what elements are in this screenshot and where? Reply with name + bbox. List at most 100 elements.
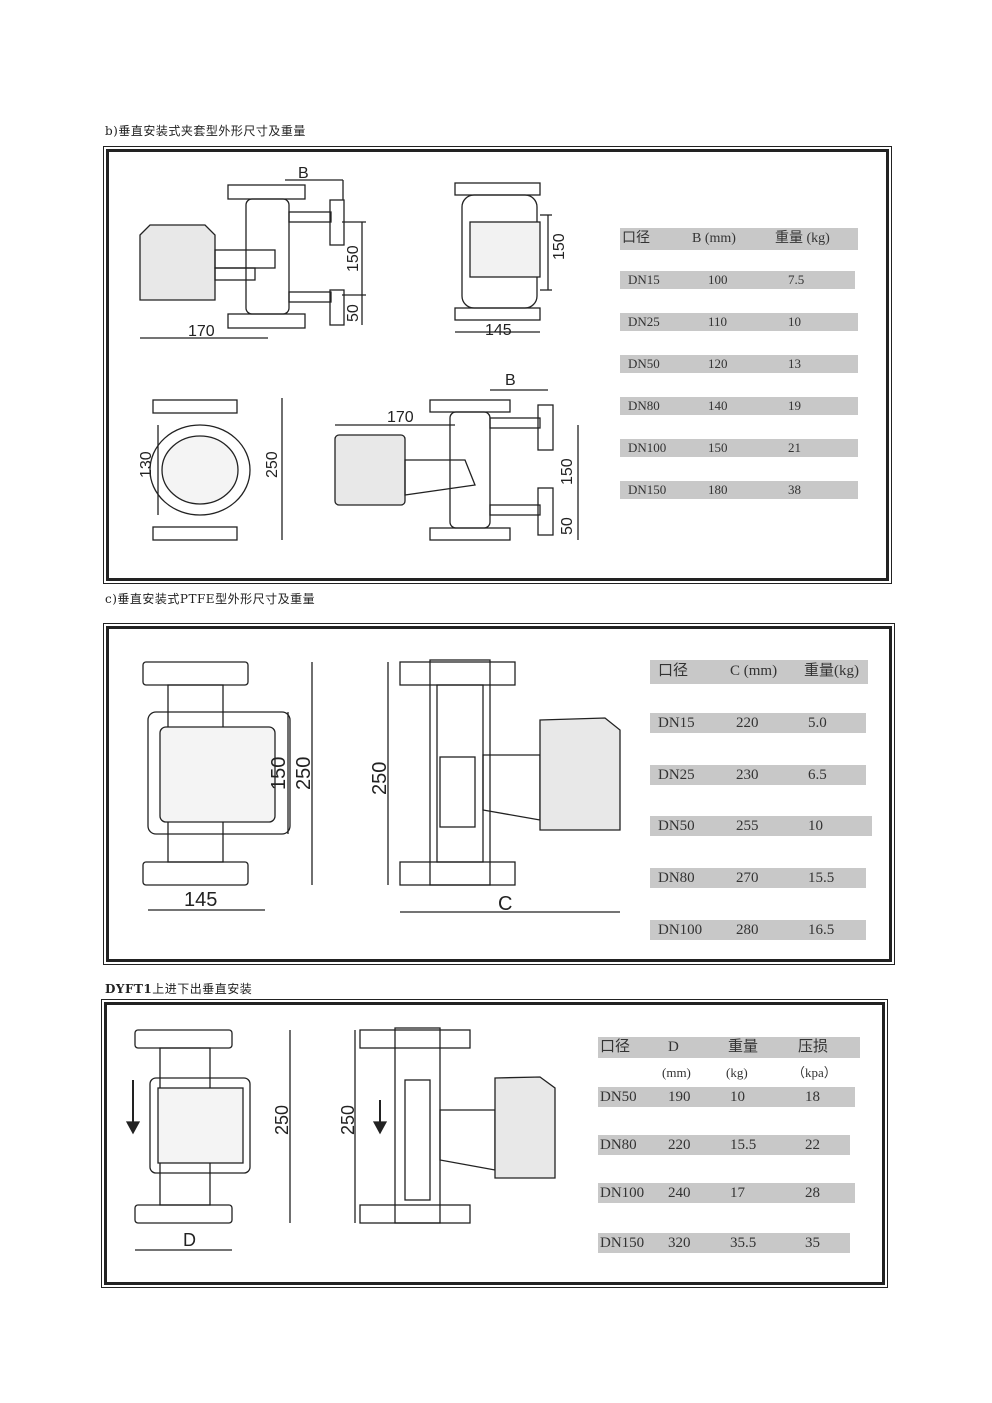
section-d-frame bbox=[101, 999, 888, 1288]
table-cell: DN80 bbox=[658, 870, 695, 886]
drawing-jacket-side-view-2 bbox=[334, 389, 579, 541]
table-cell: 220 bbox=[736, 715, 759, 731]
model-name: DYFT1 bbox=[105, 982, 153, 996]
table-cell: DN50 bbox=[600, 1089, 637, 1105]
table-row bbox=[620, 439, 858, 457]
table-cell: DN15 bbox=[628, 272, 660, 287]
table-cell: DN100 bbox=[658, 922, 703, 938]
table-row bbox=[598, 1233, 850, 1253]
table-row bbox=[650, 920, 866, 940]
dim-b: B bbox=[505, 372, 516, 389]
dim-250: 250 bbox=[338, 1105, 358, 1135]
table-header-row bbox=[650, 660, 868, 684]
dim-d: D bbox=[183, 1230, 196, 1250]
table-cell: 270 bbox=[736, 870, 759, 886]
table-cell: DN80 bbox=[628, 398, 660, 413]
table-row bbox=[620, 397, 858, 415]
table-cell: 255 bbox=[736, 818, 759, 834]
table-cell: 35.5 bbox=[730, 1235, 757, 1251]
table-cell: DN25 bbox=[658, 767, 695, 783]
table-cell: 19 bbox=[788, 398, 801, 413]
table-cell: 13 bbox=[788, 356, 801, 371]
header-cell: 重量 (kg) bbox=[775, 231, 830, 246]
table-cell: 16.5 bbox=[808, 922, 835, 938]
table-cell: 10 bbox=[788, 314, 801, 329]
header-cell: 口径 bbox=[658, 663, 689, 679]
table-cell: 110 bbox=[708, 314, 728, 329]
drawing-jacket-oval-view bbox=[149, 398, 283, 541]
table-row bbox=[620, 355, 858, 373]
table-cell: 28 bbox=[805, 1185, 820, 1201]
table-cell: 220 bbox=[668, 1137, 691, 1153]
table-cell: 10 bbox=[808, 818, 823, 834]
dim-145: 145 bbox=[184, 889, 217, 911]
table-cell: 140 bbox=[708, 398, 728, 413]
section-b-heading: b)垂直安装式夹套型外形尺寸及重量 bbox=[105, 124, 306, 138]
table-cell: 240 bbox=[668, 1185, 691, 1201]
unit-cell: （kpa） bbox=[792, 1065, 837, 1080]
table-cell: DN100 bbox=[600, 1185, 645, 1201]
dim-150: 150 bbox=[268, 757, 290, 790]
table-row bbox=[650, 713, 866, 733]
header-cell: B (mm) bbox=[692, 231, 736, 246]
drawing-jacket-side-view bbox=[139, 179, 366, 339]
table-cell: 21 bbox=[788, 440, 801, 455]
drawing-ptfe-side-view bbox=[387, 659, 621, 913]
table-cell: 100 bbox=[708, 272, 728, 287]
unit-cell: (mm) bbox=[662, 1065, 691, 1080]
table-cell: 150 bbox=[708, 440, 728, 455]
unit-cell: (kg) bbox=[726, 1065, 748, 1080]
table-cell: 320 bbox=[668, 1235, 691, 1251]
table-row bbox=[598, 1183, 855, 1203]
dim-50: 50 bbox=[559, 517, 576, 535]
table-row bbox=[620, 271, 855, 289]
dim-150: 150 bbox=[345, 245, 362, 272]
dim-145: 145 bbox=[485, 322, 512, 339]
table-row bbox=[650, 816, 872, 836]
header-cell: C (mm) bbox=[730, 663, 778, 679]
dim-130: 130 bbox=[138, 451, 155, 478]
table-cell: 35 bbox=[805, 1235, 820, 1251]
header-cell: 重量(kg) bbox=[804, 663, 859, 679]
table-cell: DN25 bbox=[628, 314, 660, 329]
section-d-title: 上进下出垂直安装 bbox=[152, 982, 253, 996]
dim-150: 150 bbox=[559, 458, 576, 485]
dim-c: C bbox=[498, 893, 512, 915]
dim-150: 150 bbox=[551, 233, 568, 260]
table-row bbox=[650, 868, 866, 888]
table-cell: DN50 bbox=[628, 356, 660, 371]
dim-170: 170 bbox=[387, 409, 414, 426]
table-cell: 17 bbox=[730, 1185, 745, 1201]
drawing-ptfe-front-view bbox=[142, 661, 313, 911]
table-cell: 5.0 bbox=[808, 715, 827, 731]
table-row bbox=[598, 1135, 850, 1155]
header-cell: 压损 bbox=[798, 1039, 829, 1055]
section-d-heading: DYFT1上进下出垂直安装 bbox=[105, 980, 252, 997]
section-c-frame bbox=[103, 623, 895, 965]
table-cell: 38 bbox=[788, 482, 801, 497]
table-cell: DN80 bbox=[600, 1137, 637, 1153]
table-cell: 180 bbox=[708, 482, 728, 497]
table-cell: 10 bbox=[730, 1089, 745, 1105]
table-row bbox=[650, 765, 866, 785]
table-cell: 120 bbox=[708, 356, 728, 371]
header-cell: 口径 bbox=[622, 231, 650, 246]
table-cell: 6.5 bbox=[808, 767, 827, 783]
table-row bbox=[598, 1087, 855, 1107]
table-header-row bbox=[598, 1037, 860, 1058]
dim-250: 250 bbox=[272, 1105, 292, 1135]
drawing-dyft1-front-view bbox=[125, 1029, 291, 1251]
table-cell: 7.5 bbox=[788, 272, 805, 287]
header-cell: 口径 bbox=[600, 1039, 631, 1055]
dim-250: 250 bbox=[369, 762, 391, 795]
table-row bbox=[620, 313, 858, 331]
table-cell: 15.5 bbox=[730, 1137, 757, 1153]
table-header-row bbox=[620, 228, 858, 250]
table-cell: DN50 bbox=[658, 818, 695, 834]
table-cell: 22 bbox=[805, 1137, 820, 1153]
dim-250: 250 bbox=[293, 757, 315, 790]
table-cell: 230 bbox=[736, 767, 759, 783]
table-cell: 190 bbox=[668, 1089, 691, 1105]
